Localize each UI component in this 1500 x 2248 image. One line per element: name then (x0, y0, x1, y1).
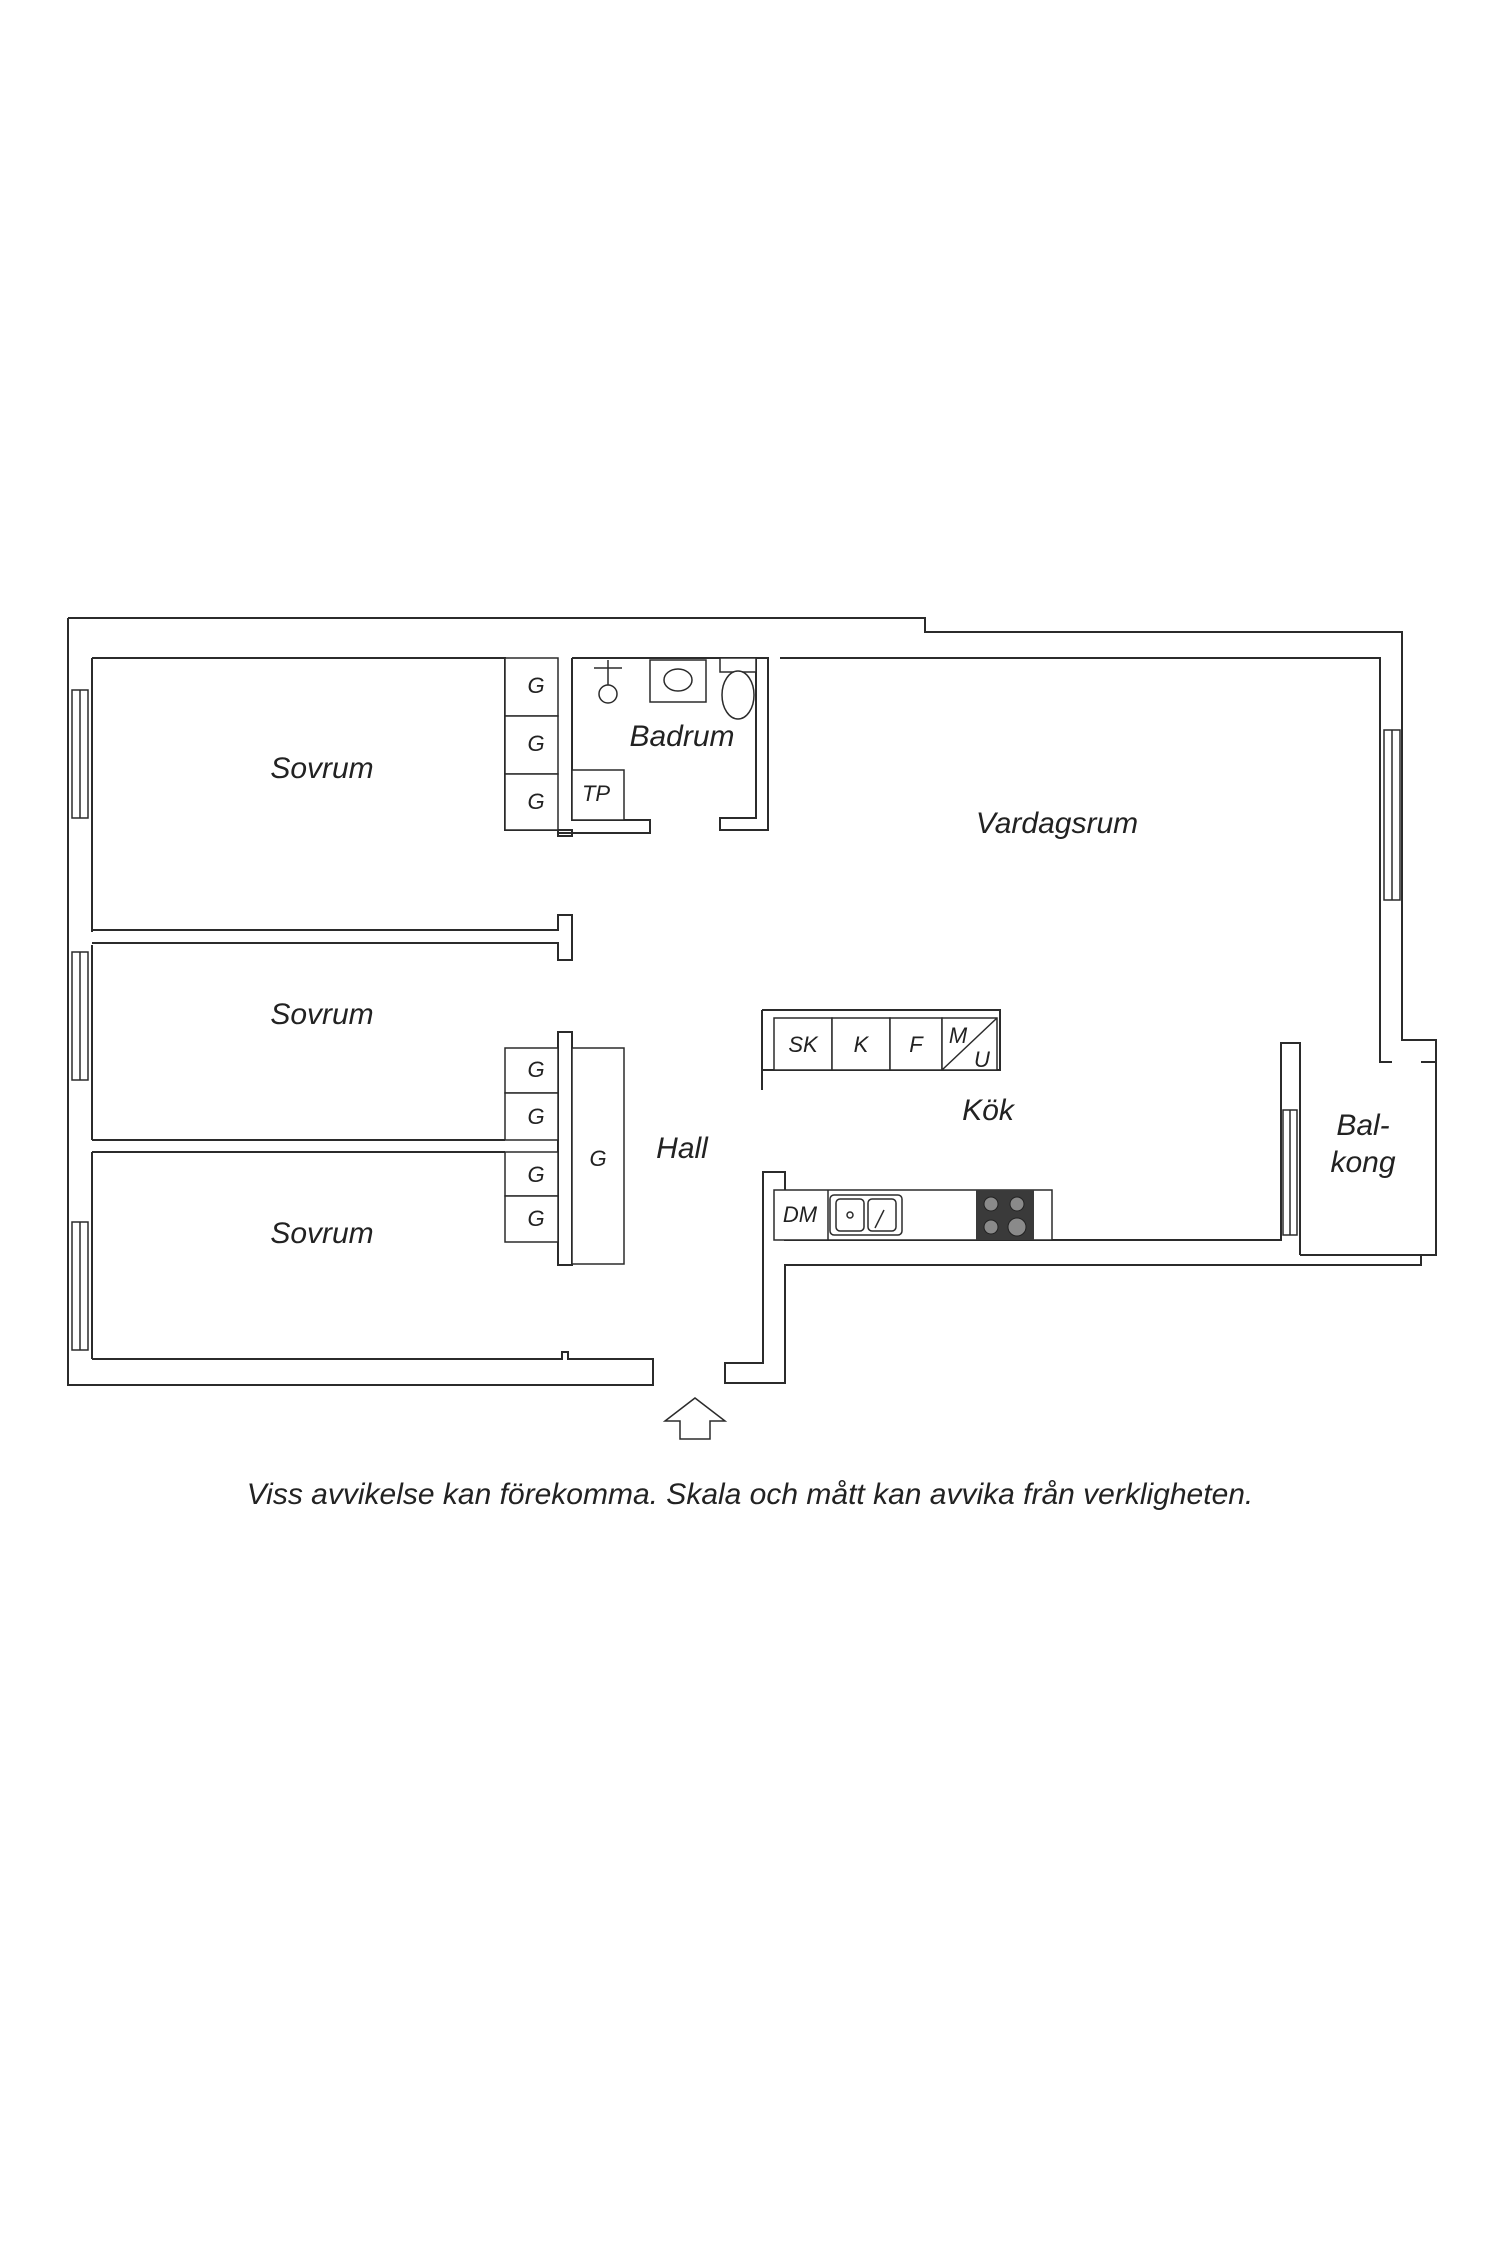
dm-label: DM (783, 1202, 818, 1227)
wardrobe-label: G (527, 1206, 544, 1231)
wardrobes-upper (504, 657, 559, 831)
hall-wardrobe-label: G (589, 1146, 606, 1171)
wardrobe-label: G (527, 1104, 544, 1129)
room-label-hall: Hall (656, 1132, 709, 1165)
u-label: U (974, 1047, 990, 1072)
room-label-badrum: Badrum (629, 720, 734, 753)
windows (71, 689, 1401, 1351)
room-label-balkong-line1: Bal- (1336, 1109, 1389, 1142)
wardrobes-middle (504, 1047, 559, 1243)
wardrobe-label: G (527, 1162, 544, 1187)
entrance-arrow-icon (662, 1397, 728, 1440)
f-label: F (909, 1032, 924, 1057)
kitchen-upper-units (761, 1009, 1001, 1090)
wardrobe-label: G (527, 673, 544, 698)
exterior-walls (67, 617, 1437, 1386)
wardrobe-label: G (527, 789, 544, 814)
sink-icon (649, 659, 707, 703)
room-label-sovrum-1: Sovrum (270, 752, 373, 785)
kitchen-sink-icon (829, 1194, 903, 1236)
stove-icon (976, 1190, 1034, 1240)
hall-wardrobe (571, 1047, 625, 1265)
room-label-balkong-line2: kong (1330, 1146, 1395, 1179)
room-label-sovrum-2: Sovrum (270, 998, 373, 1031)
wardrobe-label: G (527, 731, 544, 756)
wardrobe-label: G (527, 1057, 544, 1082)
toilet-icon (719, 657, 757, 720)
m-label: M (949, 1023, 968, 1048)
tp-label: TP (582, 781, 610, 806)
room-label-vardagsrum: Vardagsrum (976, 807, 1138, 840)
k-label: K (854, 1032, 870, 1057)
tp-cabinet (571, 769, 625, 821)
room-label-kok: Kök (962, 1094, 1016, 1127)
sk-label: SK (788, 1032, 819, 1057)
disclaimer-text: Viss avvikelse kan förekomma. Skala och … (246, 1478, 1254, 1511)
room-label-sovrum-3: Sovrum (270, 1217, 373, 1250)
shower-icon (594, 660, 622, 704)
